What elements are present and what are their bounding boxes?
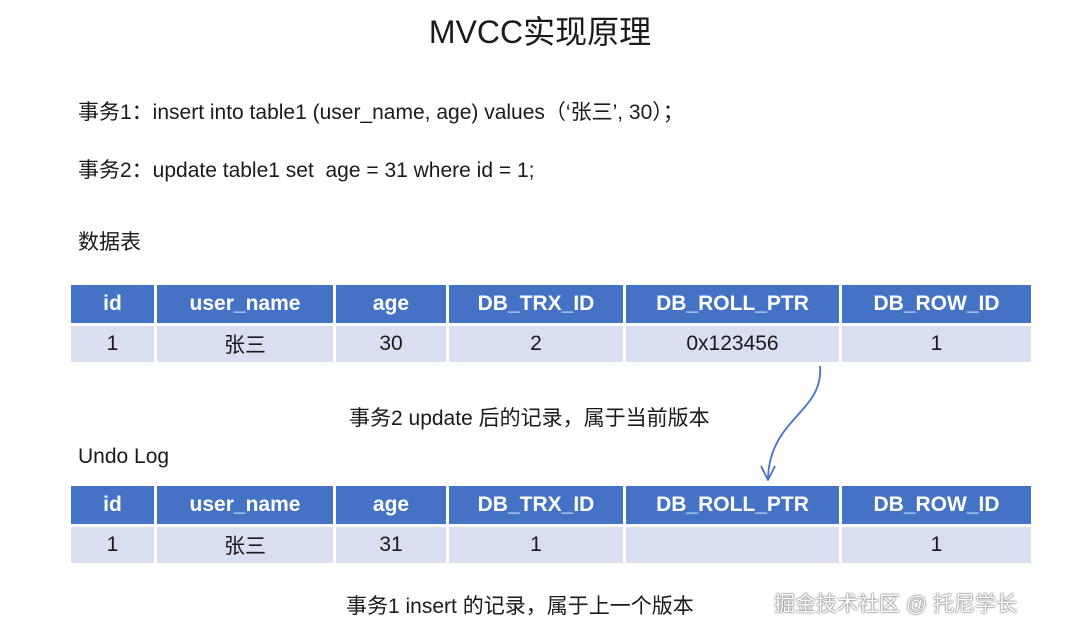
header-age: age — [336, 285, 446, 323]
cell-id: 1 — [71, 527, 154, 563]
data-table-row: 1 张三 30 2 0x123456 1 — [71, 326, 1031, 362]
data-table-label: 数据表 — [78, 231, 141, 254]
cell-db-trx-id: 1 — [449, 527, 623, 563]
transaction1-statement: 事务1：insert into table1 (user_name, age) … — [78, 101, 684, 124]
insert-note: 事务1 insert 的记录，属于上一个版本 — [346, 595, 694, 618]
header-user-name: user_name — [157, 285, 333, 323]
roll-pointer-curve — [767, 365, 821, 479]
cell-age: 31 — [336, 527, 446, 563]
cell-age: 30 — [336, 326, 446, 362]
header-age: age — [336, 486, 446, 524]
cell-db-roll-ptr — [626, 527, 839, 563]
header-db-trx-id: DB_TRX_ID — [449, 486, 623, 524]
update-note: 事务2 update 后的记录，属于当前版本 — [349, 407, 710, 430]
header-db-row-id: DB_ROW_ID — [842, 285, 1031, 323]
header-id: id — [71, 486, 154, 524]
cell-id: 1 — [71, 326, 154, 362]
cell-user-name: 张三 — [157, 527, 333, 563]
cell-user-name: 张三 — [157, 326, 333, 362]
cell-db-roll-ptr: 0x123456 — [626, 326, 839, 362]
undo-log-header-row: id user_name age DB_TRX_ID DB_ROLL_PTR D… — [71, 486, 1031, 524]
header-db-roll-ptr: DB_ROLL_PTR — [626, 285, 839, 323]
cell-db-row-id: 1 — [842, 326, 1031, 362]
watermark: 掘金技术社区 @ 托尼学长 — [774, 593, 1017, 616]
header-db-row-id: DB_ROW_ID — [842, 486, 1031, 524]
data-table-header-row: id user_name age DB_TRX_ID DB_ROLL_PTR D… — [71, 285, 1031, 323]
undo-log-table: id user_name age DB_TRX_ID DB_ROLL_PTR D… — [68, 483, 1034, 566]
header-user-name: user_name — [157, 486, 333, 524]
diagram-title: MVCC实现原理 — [428, 14, 652, 50]
undo-log-label: Undo Log — [78, 445, 170, 468]
undo-log-row: 1 张三 31 1 1 — [71, 527, 1031, 563]
header-db-roll-ptr: DB_ROLL_PTR — [626, 486, 839, 524]
transaction2-statement: 事务2：update table1 set age = 31 where id … — [78, 159, 535, 182]
header-id: id — [71, 285, 154, 323]
cell-db-trx-id: 2 — [449, 326, 623, 362]
header-db-trx-id: DB_TRX_ID — [449, 285, 623, 323]
cell-db-row-id: 1 — [842, 527, 1031, 563]
data-table: id user_name age DB_TRX_ID DB_ROLL_PTR D… — [68, 282, 1034, 365]
arrowhead-icon — [760, 465, 776, 481]
